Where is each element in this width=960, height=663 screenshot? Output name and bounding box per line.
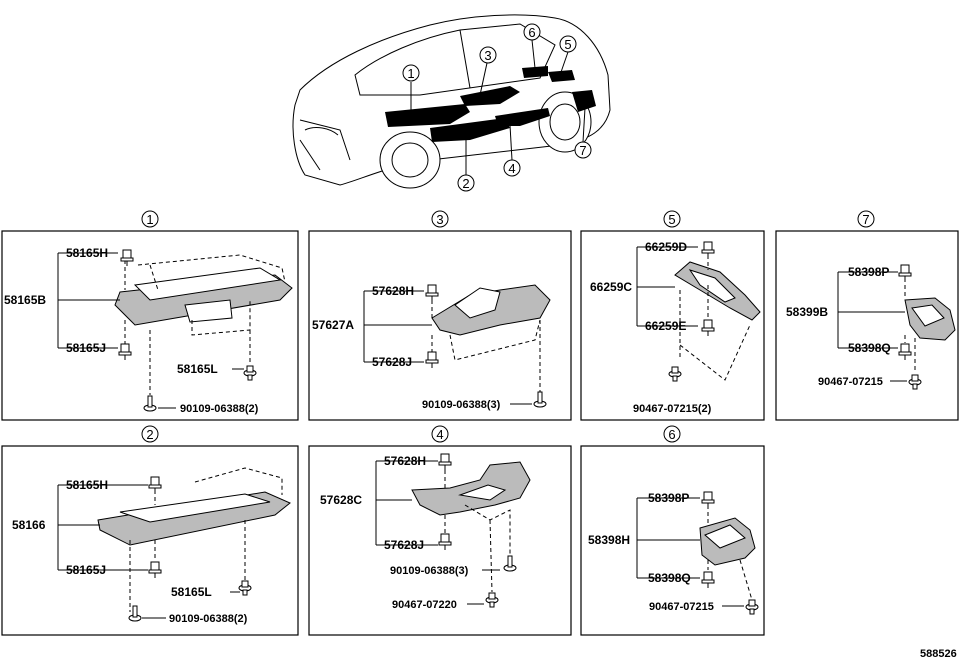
label-90109-06388: 90109-06388(2) xyxy=(180,403,259,415)
label-90467-07220: 90467-07220 xyxy=(392,599,457,611)
section-3: 3 57628H 57627A 57628J 90109-06388(3) xyxy=(308,210,572,421)
label-58165L: 58165L xyxy=(177,362,218,376)
label-58165L-2: 58165L xyxy=(171,585,212,599)
label-58398P: 58398P xyxy=(648,491,689,505)
label-57628H-2: 57628H xyxy=(384,454,426,468)
section-6: 6 58398P 58398H 58398Q 90467-07215 xyxy=(580,425,765,636)
label-57627A: 57627A xyxy=(312,318,354,332)
label-57628J-2: 57628J xyxy=(384,538,424,552)
undercover-57627A[interactable] xyxy=(431,284,551,336)
label-58399B: 58399B xyxy=(786,305,828,319)
label-58398H: 58398H xyxy=(588,533,630,547)
label-90467-07215-6: 90467-07215 xyxy=(649,601,714,613)
section-5: 5 66259D 66259C 66259E 90467-07215(2) xyxy=(580,210,765,421)
svg-text:7: 7 xyxy=(862,212,869,227)
overview-callout-5: 5 xyxy=(559,35,577,53)
panel-3 xyxy=(460,86,520,106)
label-66259E: 66259E xyxy=(645,319,686,333)
label-58398Q: 58398Q xyxy=(648,571,691,585)
label-57628C: 57628C xyxy=(320,493,362,507)
label-90109-06388-2: 90109-06388(2) xyxy=(169,613,248,625)
svg-text:4: 4 xyxy=(508,161,515,176)
panel-5 xyxy=(548,70,575,82)
undercover-58399B[interactable] xyxy=(904,297,956,341)
panel-6 xyxy=(522,66,548,78)
svg-text:6: 6 xyxy=(668,427,675,442)
label-58165H: 58165H xyxy=(66,246,108,260)
overview-callout-7: 7 xyxy=(574,141,592,159)
section-2: 2 58165H 58166 58165J 58165L 90109-06388… xyxy=(1,425,299,636)
label-66259C: 66259C xyxy=(590,280,632,294)
label-58165J: 58165J xyxy=(66,341,106,355)
svg-text:4: 4 xyxy=(436,427,443,442)
label-58165H-2: 58165H xyxy=(66,478,108,492)
svg-text:1: 1 xyxy=(407,66,414,81)
label-58165J-2: 58165J xyxy=(66,563,106,577)
label-90467-07215-2: 90467-07215(2) xyxy=(633,403,712,415)
svg-text:2: 2 xyxy=(462,176,469,191)
overview-callout-6: 6 xyxy=(523,23,541,41)
undercover-58398H[interactable] xyxy=(699,517,756,566)
panel-4 xyxy=(495,108,550,126)
svg-text:1: 1 xyxy=(146,212,153,227)
vehicle-overview: 1 2 3 4 5 6 7 xyxy=(292,14,611,192)
section-1: 1 58165H 58165B 58165J 58165L 90109-0638… xyxy=(1,210,299,421)
svg-text:7: 7 xyxy=(579,143,586,158)
label-58166: 58166 xyxy=(12,518,46,532)
svg-text:2: 2 xyxy=(146,427,153,442)
undercover-57628C[interactable] xyxy=(411,461,531,516)
panel-7 xyxy=(572,90,596,112)
label-90467-07215-7: 90467-07215 xyxy=(818,376,883,388)
svg-text:6: 6 xyxy=(528,25,535,40)
label-57628H: 57628H xyxy=(372,284,414,298)
overview-callout-3: 3 xyxy=(479,46,497,64)
label-90109-06388-3: 90109-06388(3) xyxy=(422,399,501,411)
svg-text:3: 3 xyxy=(436,212,443,227)
diagram-id: 588526 xyxy=(920,648,957,660)
undercover-58165B[interactable] xyxy=(114,267,293,326)
section-4: 4 57628H 57628C 57628J 90109-06388(3) 90… xyxy=(308,425,572,636)
svg-text:5: 5 xyxy=(668,212,675,227)
label-58398Q-7: 58398Q xyxy=(848,341,891,355)
label-58165B: 58165B xyxy=(4,293,46,307)
section-7: 7 58398P 58399B 58398Q 90467-07215 xyxy=(775,210,959,421)
panel-2 xyxy=(430,118,510,142)
label-58398P-7: 58398P xyxy=(848,265,889,279)
overview-callout-2: 2 xyxy=(457,174,475,192)
svg-text:5: 5 xyxy=(564,37,571,52)
label-57628J: 57628J xyxy=(372,355,412,369)
panel-1 xyxy=(385,104,470,127)
overview-callout-1: 1 xyxy=(402,64,420,82)
svg-text:3: 3 xyxy=(484,48,491,63)
overview-callout-4: 4 xyxy=(503,159,521,177)
label-90109-06388-4: 90109-06388(3) xyxy=(390,565,469,577)
label-66259D: 66259D xyxy=(645,240,687,254)
undercover-66259C[interactable] xyxy=(674,261,761,321)
undercover-58166[interactable] xyxy=(97,491,291,546)
